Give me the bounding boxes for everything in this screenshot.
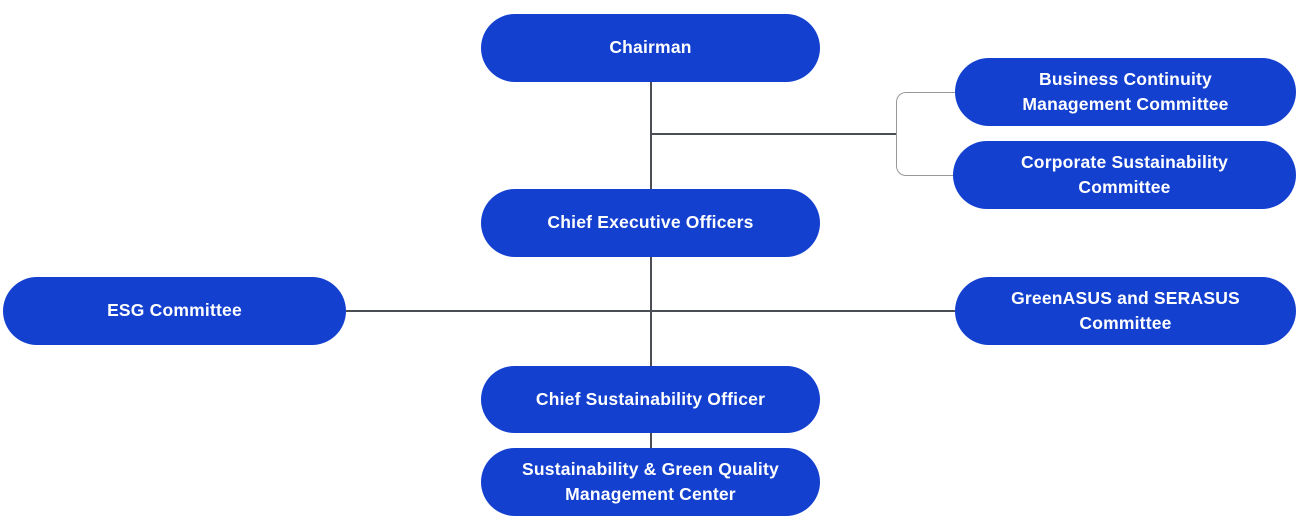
node-chief-sustainability-officer: Chief Sustainability Officer [481, 366, 820, 433]
node-chairman-label: Chairman [609, 37, 692, 58]
connector-esg-to-greenasus [346, 310, 955, 312]
node-chairman: Chairman [481, 14, 820, 82]
node-esg-committee: ESG Committee [3, 277, 346, 345]
node-greenasus-serasus-committee-label: GreenASUS and SERASUS Committee [1011, 287, 1240, 333]
node-sustainability-green-quality-management-center-label: Sustainability & Green Quality Managemen… [522, 458, 779, 504]
connector-cso-to-center [650, 433, 652, 448]
node-business-continuity-management-committee-label: Business Continuity Management Committee [1022, 68, 1229, 114]
node-sustainability-green-quality-management-center: Sustainability & Green Quality Managemen… [481, 448, 820, 516]
node-corporate-sustainability-committee-label: Corporate Sustainability Committee [1020, 151, 1229, 197]
connector-bracket-right-committees [896, 92, 955, 176]
node-corporate-sustainability-committee: Corporate Sustainability Committee [953, 141, 1296, 209]
node-chief-sustainability-officer-label: Chief Sustainability Officer [535, 388, 766, 409]
node-business-continuity-management-committee: Business Continuity Management Committee [955, 58, 1296, 126]
node-chief-executive-officers: Chief Executive Officers [481, 189, 820, 257]
node-esg-committee-label: ESG Committee [107, 300, 242, 321]
connector-branch-to-committees [651, 133, 897, 135]
node-greenasus-serasus-committee: GreenASUS and SERASUS Committee [955, 277, 1296, 345]
node-chief-executive-officers-label: Chief Executive Officers [547, 212, 754, 233]
connector-chairman-to-ceo [650, 82, 652, 189]
